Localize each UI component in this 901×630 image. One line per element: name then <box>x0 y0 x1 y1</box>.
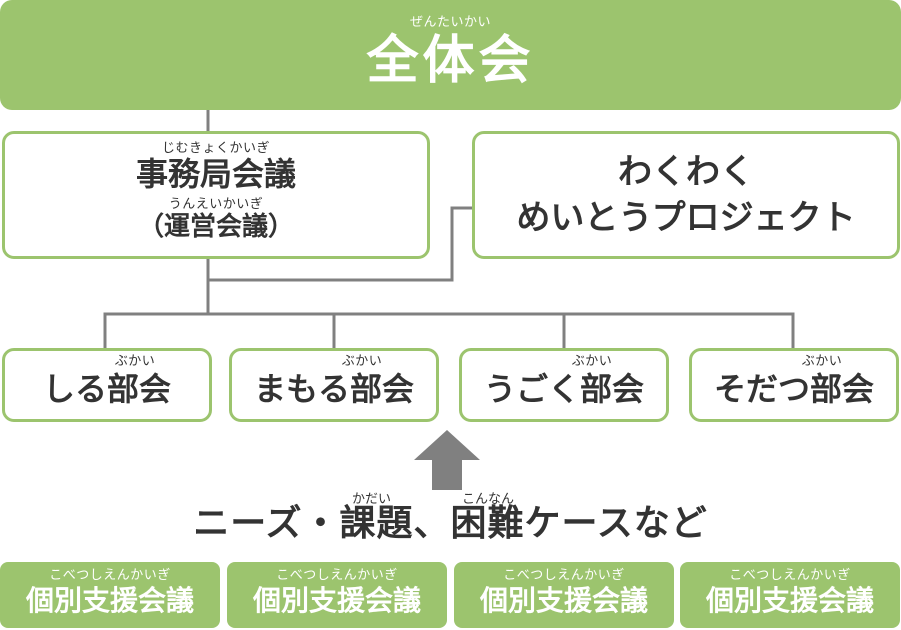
subcommittee-name: うごく部会 <box>483 370 644 408</box>
subcommittee-box-2: ぶかい まもる部会 <box>229 348 439 422</box>
subcommittee-name: そだつ部会 <box>713 370 874 408</box>
project-box: わくわく めいとうプロジェクト <box>472 131 900 259</box>
subcommittee-ruby: ぶかい <box>801 354 843 369</box>
subcommittee-box-1: ぶかい しる部会 <box>2 348 212 422</box>
project-line1: わくわく <box>618 152 754 192</box>
conference-name: 個別支援会議 <box>705 584 874 617</box>
line-project-join <box>208 206 472 282</box>
conference-name: 個別支援会議 <box>479 584 648 617</box>
needs-text: ニーズ・課題、困難ケースなど <box>193 503 708 544</box>
plenary-box: ぜんたいかい 全体会 <box>0 0 901 110</box>
office-meeting-box: じむきょくかいぎ 事務局会議 うんえいかいぎ （運営会議） <box>2 131 430 259</box>
individual-support-conference-2: こべつしえんかいぎ 個別支援会議 <box>227 562 447 628</box>
office-title: 事務局会議 <box>135 155 296 193</box>
needs-ruby-kadai: かだい <box>352 492 392 507</box>
conference-name: 個別支援会議 <box>25 584 194 617</box>
conference-ruby: こべつしえんかいぎ <box>49 568 171 583</box>
individual-support-conference-1: こべつしえんかいぎ 個別支援会議 <box>0 562 220 628</box>
individual-support-conference-3: こべつしえんかいぎ 個別支援会議 <box>454 562 674 628</box>
needs-label: かだい こんなん ニーズ・課題、困難ケースなど <box>0 488 901 552</box>
subcommittee-name: まもる部会 <box>253 370 414 408</box>
conference-ruby: こべつしえんかいぎ <box>276 568 398 583</box>
subcommittee-ruby: ぶかい <box>341 354 383 369</box>
conference-name: 個別支援会議 <box>252 584 421 617</box>
office-subtitle: （運営会議） <box>137 212 294 242</box>
conference-ruby: こべつしえんかいぎ <box>729 568 851 583</box>
subcommittee-name: しる部会 <box>42 370 171 408</box>
project-line2: めいとうプロジェクト <box>516 198 856 238</box>
subcommittee-box-4: ぶかい そだつ部会 <box>689 348 899 422</box>
subcommittee-box-3: ぶかい うごく部会 <box>459 348 669 422</box>
conference-ruby: こべつしえんかいぎ <box>503 568 625 583</box>
subcommittee-ruby: ぶかい <box>114 354 156 369</box>
subcommittee-ruby: ぶかい <box>571 354 613 369</box>
office-ruby: じむきょくかいぎ <box>161 141 270 156</box>
individual-support-conference-4: こべつしえんかいぎ 個別支援会議 <box>680 562 900 628</box>
up-arrow-icon <box>414 430 480 490</box>
line-branch-bar <box>103 312 795 348</box>
plenary-title: 全体会 <box>366 31 535 91</box>
office-sub-ruby: うんえいかいぎ <box>168 197 264 212</box>
plenary-ruby: ぜんたいかい <box>409 15 491 30</box>
needs-ruby-konnan: こんなん <box>462 492 515 507</box>
